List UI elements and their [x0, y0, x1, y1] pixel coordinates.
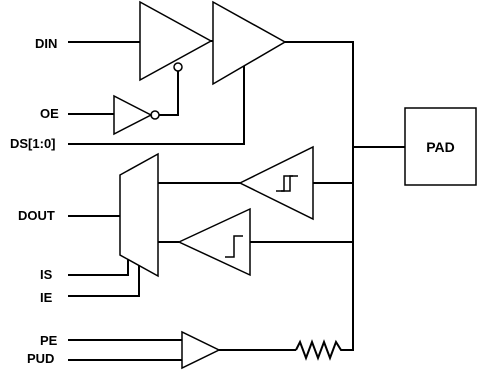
label-dout: DOUT [18, 208, 55, 223]
pull-buffer [181, 330, 221, 370]
din-buffer [139, 0, 213, 82]
label-ds: DS[1:0] [10, 136, 56, 151]
wire-ds [68, 66, 245, 145]
pad-label: PAD [426, 139, 455, 155]
schmitt-receiver-1 [238, 145, 314, 221]
wire-ie [68, 265, 140, 297]
pad-box [404, 107, 477, 186]
input-mux [119, 152, 159, 278]
label-pud: PUD [27, 351, 54, 366]
schmitt-symbol-1b [281, 175, 298, 192]
enable-bubble [173, 62, 183, 72]
schmitt-symbol-1a [276, 175, 293, 192]
pull-resistor [295, 339, 353, 361]
oe-inverter [113, 94, 153, 136]
pad-node-wire [285, 41, 354, 351]
wire-oe-enable [159, 71, 179, 116]
step-symbol-2 [225, 235, 243, 258]
label-ie: IE [40, 290, 53, 305]
wire-is [68, 259, 129, 276]
label-din: DIN [35, 36, 57, 51]
label-pe: PE [40, 333, 58, 348]
label-oe: OE [40, 106, 59, 121]
label-is: IS [40, 267, 53, 282]
output-driver [212, 0, 287, 86]
receiver-2 [177, 207, 251, 277]
